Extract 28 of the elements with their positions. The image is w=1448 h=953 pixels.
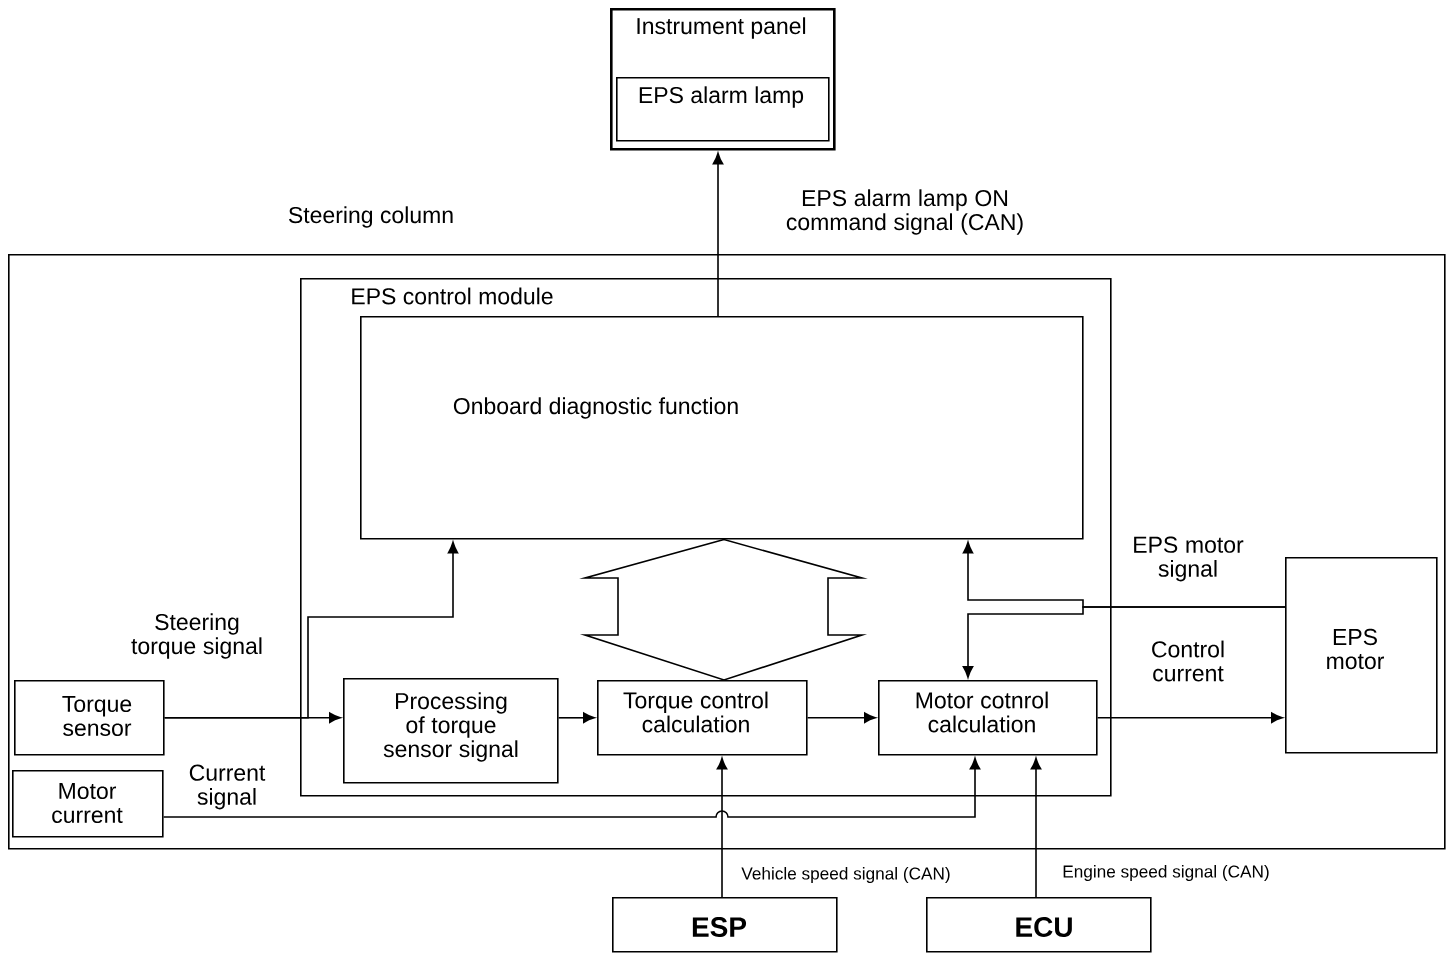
sensor-box: Torque sensor	[14, 680, 165, 756]
edge-label: EPS alarm lamp ON command signal (CAN)	[786, 189, 1023, 235]
process-box: Motor cotnrol calculation	[878, 680, 1098, 756]
function-box: Onboard diagnostic function	[360, 316, 1084, 540]
edge-label: Engine speed signal (CAN)	[1063, 865, 1269, 881]
edge-label: Control current	[1152, 640, 1224, 682]
arrow	[163, 541, 459, 719]
edge-label: Current signal	[189, 764, 266, 810]
node-label: Steering column	[288, 206, 453, 228]
sensor-box: Motor current	[12, 770, 164, 838]
process-box: Processing of torque sensor signal	[343, 678, 559, 784]
arrow	[716, 757, 728, 898]
lamp-box: EPS alarm lamp	[616, 77, 830, 142]
unit-box: ECU	[926, 897, 1152, 953]
arrow	[557, 712, 595, 724]
arrow	[1096, 712, 1283, 724]
motor-box: EPS motor	[1285, 557, 1438, 754]
edge-label: Steering torque signal	[131, 613, 262, 659]
arrow	[162, 757, 981, 818]
process-box: Torque control calculation	[597, 680, 808, 756]
edge-label: Vehicle speed signal (CAN)	[741, 867, 950, 883]
unit-box: ESP	[612, 897, 838, 953]
block-arrow	[579, 538, 868, 681]
arrow	[962, 606, 1286, 678]
edge-label: EPS motor signal	[1134, 536, 1244, 582]
arrow	[806, 712, 876, 724]
arrow	[1030, 757, 1042, 898]
arrow	[712, 152, 724, 317]
